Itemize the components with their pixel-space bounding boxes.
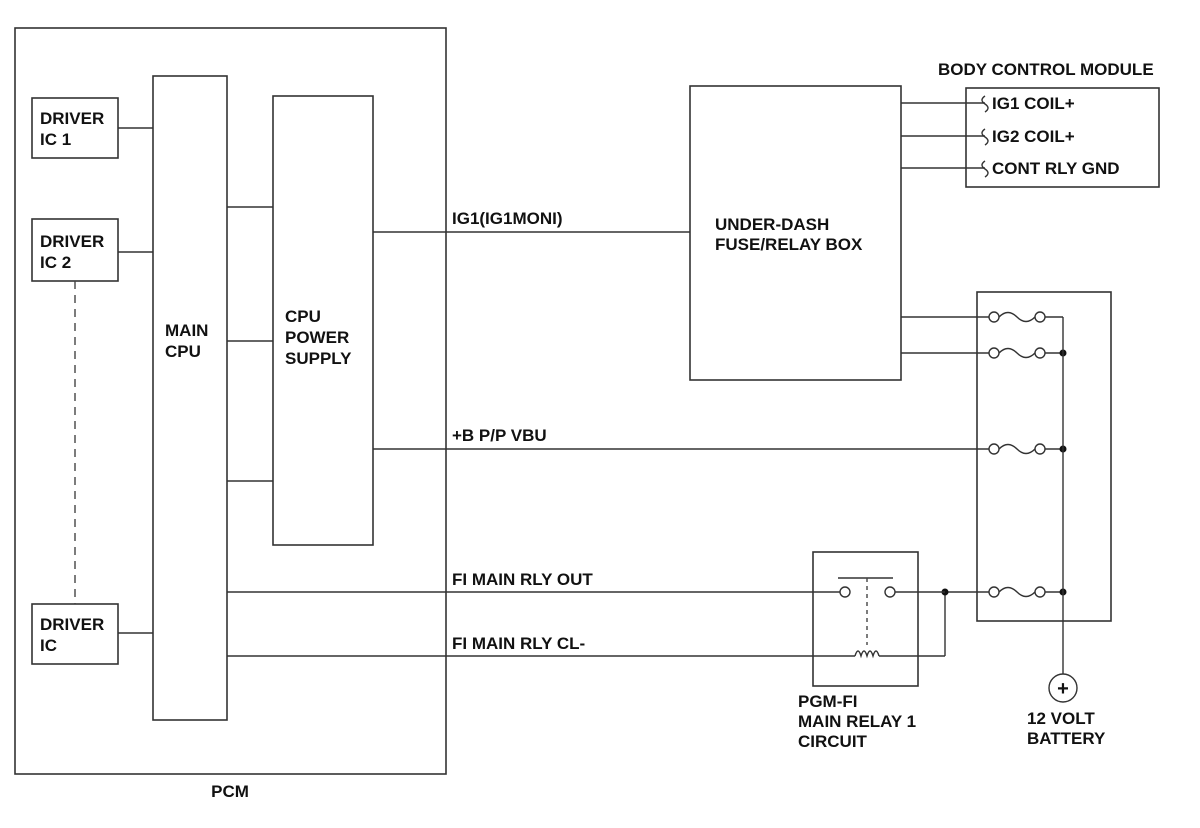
body-control-module: BODY CONTROL MODULE IG1 COIL+ IG2 COIL+ … xyxy=(901,60,1160,188)
signal-fi-main-rly-cl-label: FI MAIN RLY CL- xyxy=(452,634,585,653)
signal-ig1-label: IG1(IG1MONI) xyxy=(452,209,563,228)
bcm-pin-ig1-coil: IG1 COIL+ xyxy=(992,94,1075,113)
battery-label-line2: BATTERY xyxy=(1027,729,1106,748)
main-cpu-block: MAIN CPU xyxy=(152,75,228,721)
bcm-pin-connector-1 xyxy=(981,95,989,113)
driver-ic1-block: DRIVER IC 1 xyxy=(31,97,119,159)
pcm-label: PCM xyxy=(211,782,249,801)
driver-ic2-block: DRIVER IC 2 xyxy=(31,218,119,282)
cpu-power-supply-block: CPU POWER SUPPLY xyxy=(272,95,374,546)
cpu-power-supply-label-line1: CPU xyxy=(285,307,321,326)
driver-ic-block: DRIVER IC xyxy=(31,603,119,665)
driver-ic-label-line2: IC xyxy=(40,636,57,655)
driver-ic2-label-line1: DRIVER xyxy=(40,232,104,251)
under-dash-label-line2: FUSE/RELAY BOX xyxy=(715,235,863,254)
fuse-2 xyxy=(901,347,1067,359)
battery-plus-icon: + xyxy=(1057,678,1069,700)
under-dash-label-line1: UNDER-DASH xyxy=(715,215,829,234)
fuse-3 xyxy=(373,443,1067,455)
relay-label-line1: PGM-FI xyxy=(798,692,858,711)
bcm-pin-connector-3 xyxy=(981,160,989,178)
bcm-pin-cont-rly-gnd: CONT RLY GND xyxy=(992,159,1120,178)
signal-b-vbu-label: +B P/P VBU xyxy=(452,426,547,445)
fuse-box xyxy=(976,291,1112,622)
bcm-title: BODY CONTROL MODULE xyxy=(938,60,1154,79)
main-cpu-label-line1: MAIN xyxy=(165,321,208,340)
battery-symbol xyxy=(1048,673,1078,703)
driver-ic1-label-line2: IC 1 xyxy=(40,130,71,149)
bcm-pin-connector-2 xyxy=(981,128,989,146)
relay-contact-right xyxy=(884,586,896,598)
driver-ic-label-line1: DRIVER xyxy=(40,615,104,634)
relay-label-line2: MAIN RELAY 1 xyxy=(798,712,916,731)
relay-coil xyxy=(854,650,880,659)
cpu-power-supply-label-line3: SUPPLY xyxy=(285,349,352,368)
fuse-4 xyxy=(945,586,1067,598)
bcm-pin-ig2-coil: IG2 COIL+ xyxy=(992,127,1075,146)
driver-ic1-label-line1: DRIVER xyxy=(40,109,104,128)
main-cpu-label-line2: CPU xyxy=(165,342,201,361)
pgm-fi-main-relay: PGM-FI MAIN RELAY 1 CIRCUIT xyxy=(798,551,949,751)
relay-label-line3: CIRCUIT xyxy=(798,732,868,751)
fuse-1 xyxy=(901,311,1063,323)
driver-ic2-label-line2: IC 2 xyxy=(40,253,71,272)
battery-label-line1: 12 VOLT xyxy=(1027,709,1095,728)
relay-contact-left xyxy=(839,586,851,598)
under-dash-fuse-relay-box: UNDER-DASH FUSE/RELAY BOX xyxy=(689,85,902,381)
battery: + 12 VOLT BATTERY xyxy=(1027,673,1106,748)
signal-fi-main-rly-out-label: FI MAIN RLY OUT xyxy=(452,570,593,589)
cpu-power-supply-label-line2: POWER xyxy=(285,328,349,347)
